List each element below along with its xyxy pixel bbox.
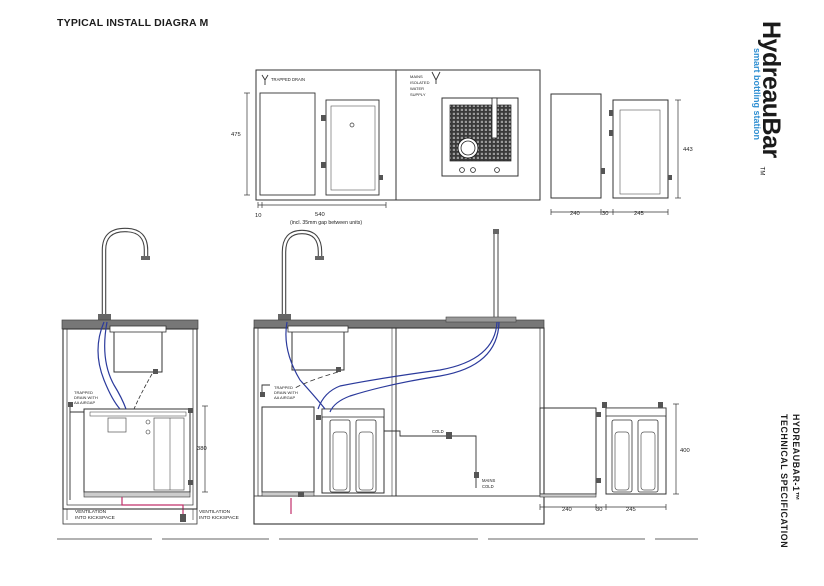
side-bottom-dim-gap: 30: [596, 507, 602, 513]
side-top-left-unit: [550, 93, 602, 199]
left-pink-hose: [121, 497, 184, 520]
plan-fitting: [379, 175, 383, 180]
left-gooseneck-tap: [101, 227, 149, 320]
left-tap-nozzle: [141, 256, 150, 260]
plan-dim-width: 540: [315, 212, 325, 218]
left-kickspace: [62, 508, 198, 525]
center-cold-supply-line: [384, 430, 477, 488]
left-drain-pipe: [69, 405, 84, 500]
center-drain-line-3: AA AIRGAP: [274, 395, 295, 400]
left-tap-base: [98, 314, 111, 321]
plan-cabinet: [255, 69, 541, 201]
side-top-dim-gap: 30: [602, 211, 608, 217]
left-blue-hose: [97, 321, 121, 410]
left-boiler: [113, 329, 163, 373]
side-top-dim-right: 245: [634, 211, 644, 217]
plan-spout: [491, 97, 498, 139]
side-view-top: 240 30 245 443: [550, 93, 693, 217]
left-vent-line-2: INTO KICKSPACE: [75, 515, 115, 521]
plan-button-icon: [494, 167, 500, 173]
plan-view: TRAPPED DRAIN MAINS ISOLATED WATER SUPPL…: [231, 69, 541, 226]
plan-drain-label: TRAPPED DRAIN: [271, 77, 305, 82]
center-mains-line-2: COLD: [482, 484, 494, 489]
center-drain-line-2: DRAIN WITH: [274, 390, 298, 395]
plan-fitting: [321, 162, 326, 168]
side-top-panel: [619, 109, 661, 195]
plan-mains-line-1: MAINS: [410, 74, 423, 79]
drain-icon: [261, 74, 269, 85]
right-vent-line-1: VENTILATION: [199, 509, 231, 515]
plan-left-unit: [259, 92, 316, 196]
side-top-fitting: [668, 175, 672, 180]
left-dim-height: 380: [197, 446, 207, 452]
plan-mains-line-4: SUPPLY: [410, 92, 426, 97]
side-view-bottom: 240 30 245 400: [539, 402, 690, 513]
side-bottom-dim-left: 240: [562, 507, 572, 513]
left-drain-line-1: TRAPPED: [74, 390, 93, 395]
plan-dim-note: (incl. 35mm gap between units): [290, 220, 362, 226]
side-top-right-unit: [612, 99, 669, 199]
center-boiler: [291, 329, 345, 371]
center-install: TRAPPED DRAIN WITH AA AIRGAP COLD MAINS …: [253, 229, 545, 525]
plan-fitting: [321, 115, 326, 121]
plan-button-icon: [470, 167, 476, 173]
page-title: TYPICAL INSTALL DIAGRA M: [57, 17, 209, 29]
side-top-dim-left: 240: [570, 211, 580, 217]
left-install: TRAPPED DRAIN WITH AA AIRGAP VENTILATION…: [61, 227, 239, 525]
plan-dispenser-port-icon: [349, 122, 355, 128]
plan-mains-line-2: ISOLATED: [410, 80, 430, 85]
plan-dispenser-panel: [330, 105, 376, 191]
left-drain-line-3: AA AIRGAP: [74, 400, 95, 405]
plan-dim-height: 475: [231, 132, 241, 138]
center-drain-line-1: TRAPPED: [274, 385, 293, 390]
center-gooseneck-tap: [281, 229, 323, 320]
side-bottom-dim-right: 245: [626, 507, 636, 513]
left-drain-line-2: DRAIN WITH: [74, 395, 98, 400]
side-top-fitting: [609, 110, 613, 116]
center-drain-pipe: [261, 384, 270, 392]
plan-dispenser: [325, 99, 380, 196]
right-vent-line-2: INTO KICKSPACE: [199, 515, 239, 521]
tap-icon: [431, 71, 441, 84]
center-cold-label: COLD: [432, 429, 444, 434]
plan-mains-line-3: WATER: [410, 86, 424, 91]
center-cold-valve-icon: [446, 432, 452, 439]
center-chiller: [261, 406, 315, 493]
plan-dim-gap: 10: [255, 213, 261, 219]
plan-drip-tray: [441, 97, 519, 177]
side-top-fitting: [609, 130, 613, 136]
side-bottom-left-unit: [539, 407, 597, 495]
left-vent-fitting: [180, 514, 186, 522]
side-top-fitting: [601, 168, 605, 174]
center-bottle-spout: [493, 231, 499, 321]
center-drip-tray: [445, 316, 517, 323]
plan-button-icon: [459, 167, 465, 173]
side-top-dim-height: 443: [683, 147, 693, 153]
center-mains-line-1: MAINS: [482, 478, 495, 483]
left-vent-line-1: VENTILATION: [75, 509, 107, 515]
side-bottom-dim-height: 400: [680, 448, 690, 454]
center-blue-hose: [317, 321, 498, 410]
